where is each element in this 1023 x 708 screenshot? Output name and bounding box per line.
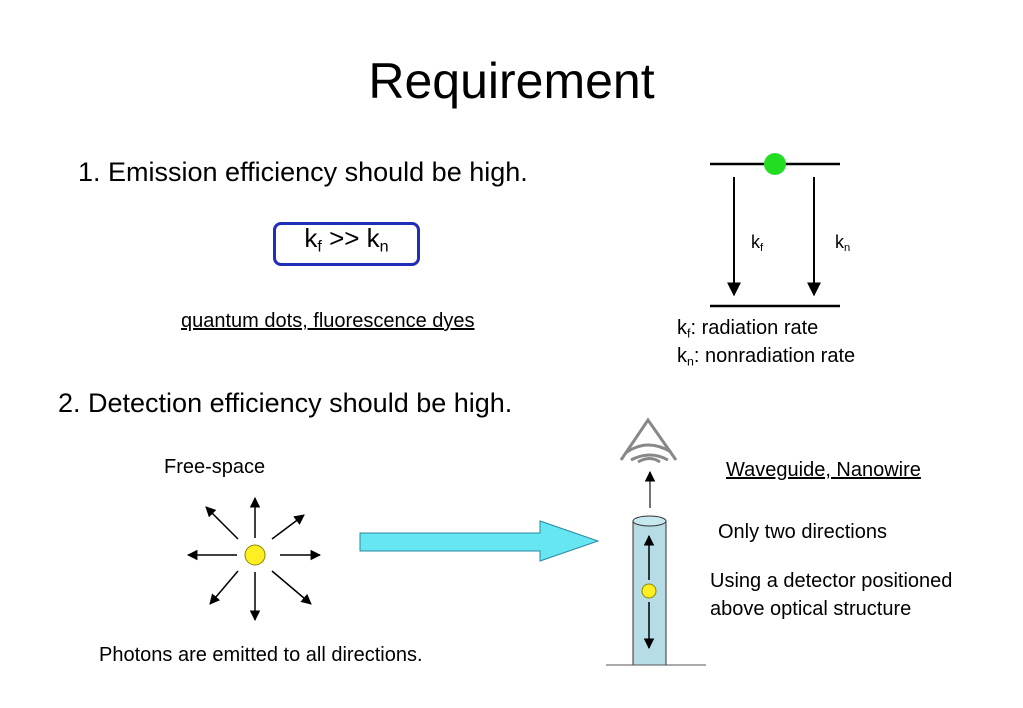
transition-arrow	[360, 521, 598, 561]
waveguide	[606, 472, 706, 665]
emission-arrow-down-left	[210, 571, 238, 604]
emission-arrow-up-right	[272, 515, 304, 539]
excited-state-dot	[764, 153, 786, 175]
emission-arrow-down-right	[272, 571, 311, 604]
eye-icon	[621, 420, 676, 462]
waveguide-top	[633, 516, 666, 526]
energy-level-diagram	[710, 153, 840, 306]
emitter-dot-waveguide	[642, 584, 656, 598]
emitter-dot-free-space	[245, 545, 265, 565]
emission-arrow-up-left	[206, 507, 238, 539]
